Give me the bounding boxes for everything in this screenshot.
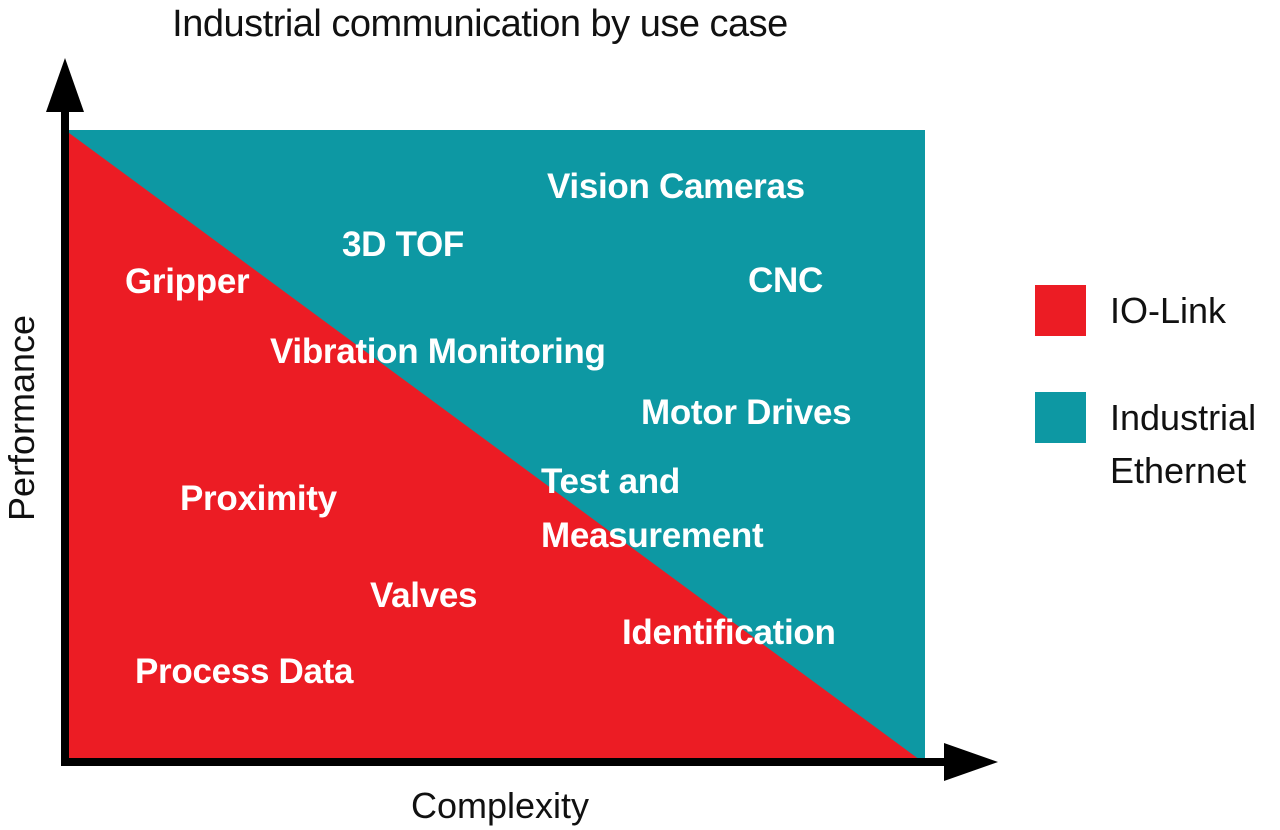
legend-swatch-industrial-ethernet [1035, 392, 1086, 443]
label-3d-tof: 3D TOF [342, 225, 464, 264]
label-gripper: Gripper [125, 262, 250, 301]
label-cnc: CNC [748, 261, 823, 300]
diagram-title: Industrial communication by use case [172, 3, 788, 45]
label-valves: Valves [370, 576, 477, 615]
label-vibration-monitoring: Vibration Monitoring [270, 332, 606, 371]
label-test-and-measurement-line1: Test and [541, 462, 680, 501]
legend-swatch-io-link [1035, 285, 1086, 336]
x-axis-arrowhead [944, 743, 998, 781]
legend-label-industrial-ethernet-line2: Ethernet [1110, 450, 1246, 491]
x-axis-label: Complexity [411, 785, 589, 826]
io-link-region [65, 130, 920, 760]
y-axis-arrowhead [46, 58, 84, 112]
legend-label-io-link: IO-Link [1110, 290, 1227, 331]
label-identification: Identification [622, 613, 836, 652]
y-axis-label: Performance [1, 315, 42, 521]
label-motor-drives: Motor Drives [641, 393, 851, 432]
label-process-data: Process Data [135, 652, 354, 691]
label-test-and-measurement-line2: Measurement [541, 516, 764, 555]
label-vision-cameras: Vision Cameras [547, 167, 805, 206]
legend-label-industrial-ethernet-line1: Industrial [1110, 397, 1256, 438]
label-proximity: Proximity [180, 479, 338, 518]
